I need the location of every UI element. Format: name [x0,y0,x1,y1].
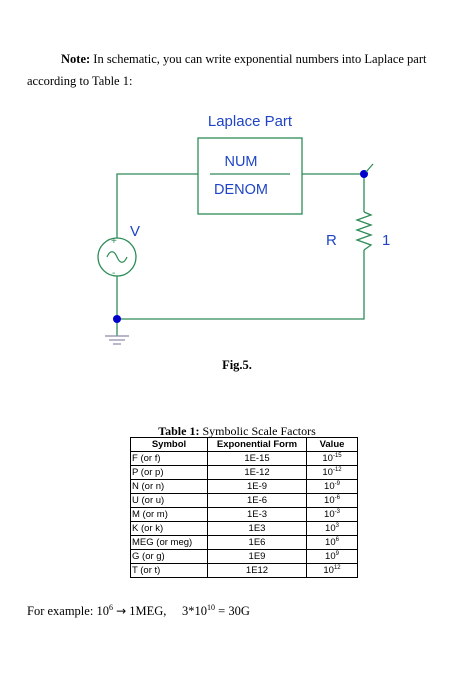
cell-value: 10-12 [306,465,358,480]
cell-exponential-form: 1E3 [207,521,307,536]
table-header-row: Symbol Exponential Form Value [130,437,358,452]
table-caption-text: Symbolic Scale Factors [202,424,316,438]
cell-value: 109 [306,549,358,564]
source-label: V [130,223,140,240]
cell-exponential-form: 1E-6 [207,493,307,508]
header-value: Value [306,437,358,452]
cell-symbol: N (or n) [130,479,208,494]
cell-symbol: M (or m) [130,507,208,522]
value-base: 10 [325,537,336,548]
value-base: 10 [325,523,336,534]
cell-value: 10-15 [306,451,358,466]
num-label: NUM [224,154,257,170]
example-base-1: 10 [96,604,109,618]
cell-exponential-form: 1E12 [207,563,307,578]
denom-label: DENOM [214,182,268,198]
cell-symbol: F (or f) [130,451,208,466]
example-prefix: For example: [27,604,97,618]
cell-exponential-form: 1E9 [207,549,307,564]
header-exponential-form: Exponential Form [207,437,307,452]
ground-node[interactable] [113,315,121,323]
value-power: -9 [334,481,340,487]
example-result-1: 1MEG, [126,604,167,618]
value-power: 6 [335,537,339,543]
cell-value: 103 [306,521,358,536]
value-base: 10 [324,495,335,506]
scale-factors-table: Symbol Exponential Form Value F (or f)1E… [130,437,358,578]
sine-wave-icon [106,251,128,263]
example-mult: 3*10 [182,604,208,618]
figure-caption: Fig.5. [222,358,252,372]
cell-symbol: T (or t) [130,563,208,578]
example-power-1: 6 [108,603,113,612]
value-base: 10 [323,565,334,576]
value-power: -12 [332,467,342,473]
cell-symbol: G (or g) [130,549,208,564]
probe-icon [365,163,374,173]
right-arrow-icon: → [116,604,127,618]
laplace-label: Laplace Part [208,113,293,130]
cell-value: 10-6 [306,493,358,508]
value-power: -6 [334,495,340,501]
cell-exponential-form: 1E6 [207,535,307,550]
value-base: 10 [324,509,335,520]
cell-symbol: K (or k) [130,521,208,536]
note-label: Note: [61,52,91,66]
note-paragraph: Note: In schematic, you can write expone… [27,48,447,92]
cell-exponential-form: 1E-12 [207,465,307,480]
circuit-schematic: Laplace Part NUM DENOM + - V R 1 [97,113,390,345]
laplace-block[interactable] [197,137,303,215]
circuit-wires [116,173,365,336]
value-base: 10 [322,453,333,464]
resistor-value: 1 [382,232,390,249]
cell-value: 10-3 [306,507,358,522]
value-power: 12 [333,565,341,571]
cell-value: 106 [306,535,358,550]
example-line: For example: 106 → 1MEG, 3*1010 = 30G [27,604,250,619]
cell-symbol: MEG (or meg) [130,535,208,550]
value-power: -3 [334,509,340,515]
value-base: 10 [325,551,336,562]
plus-sign: + [111,236,117,247]
minus-sign: - [112,268,115,279]
cell-symbol: U (or u) [130,493,208,508]
note-text: In schematic, you can write exponential … [27,52,427,88]
voltage-source[interactable] [97,237,137,277]
resistor-label: R [326,232,337,249]
example-power-2: 10 [207,603,216,612]
header-symbol: Symbol [130,437,208,452]
cell-exponential-form: 1E-9 [207,479,307,494]
value-power: 3 [335,523,339,529]
example-result-2: = 30G [215,604,250,618]
cell-value: 1012 [306,563,358,578]
value-power: -15 [332,453,342,459]
value-base: 10 [322,467,333,478]
resistor[interactable] [355,211,373,251]
table-caption: Table 1: Symbolic Scale Factors [0,424,474,439]
cell-exponential-form: 1E-15 [207,451,307,466]
value-power: 9 [335,551,339,557]
cell-value: 10-9 [306,479,358,494]
cell-symbol: P (or p) [130,465,208,480]
table-caption-label: Table 1: [158,424,200,438]
value-base: 10 [324,481,335,492]
ground-icon [105,335,129,345]
cell-exponential-form: 1E-3 [207,507,307,522]
